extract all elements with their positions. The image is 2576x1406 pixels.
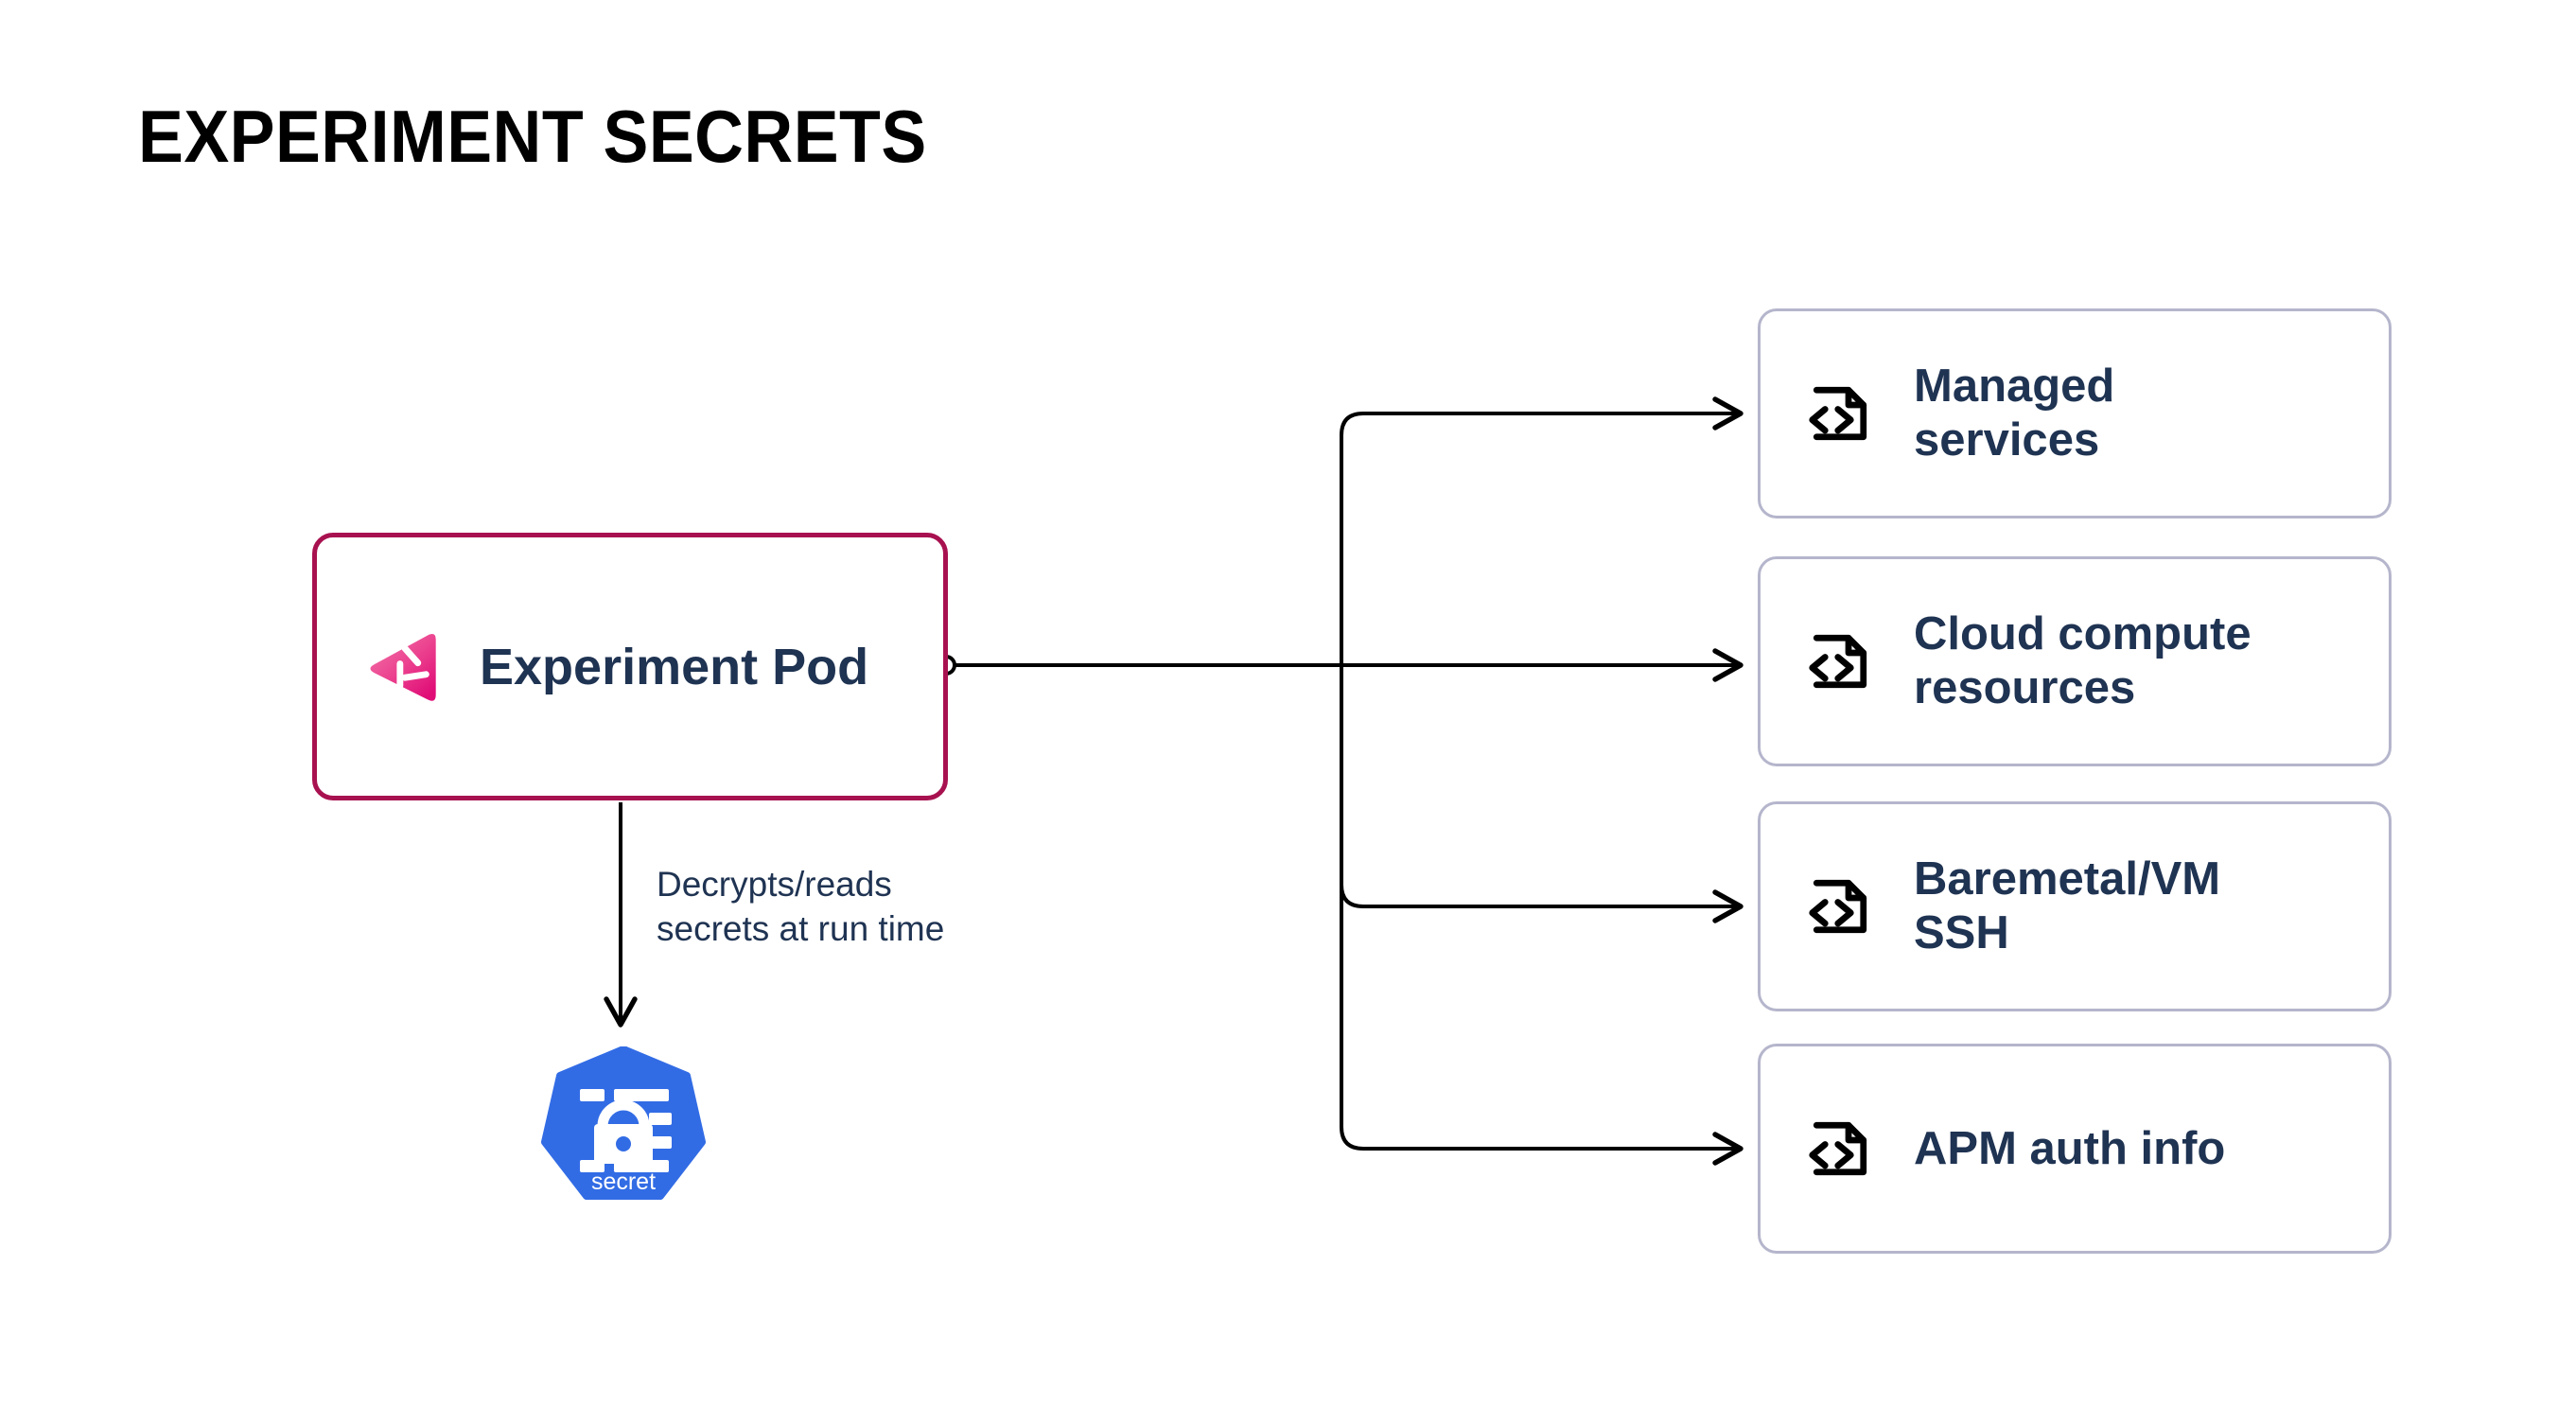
- target-card-apm-auth-info[interactable]: APM auth info: [1758, 1044, 2392, 1254]
- edge-branch-baremetal-ssh: [1340, 663, 1744, 923]
- kubernetes-secret-node[interactable]: secret: [539, 1046, 708, 1215]
- code-file-icon: [1809, 879, 1867, 934]
- target-card-label: APM auth info: [1914, 1122, 2225, 1176]
- experiment-pod-label: Experiment Pod: [480, 638, 869, 695]
- target-card-managed-services[interactable]: Managed services: [1758, 308, 2392, 518]
- target-card-label-line-1: APM auth info: [1914, 1122, 2226, 1174]
- edge-label-line-1: Decrypts/reads: [657, 865, 892, 904]
- edge-pod-to-trunk: [936, 655, 1341, 676]
- kubernetes-secret-icon: secret: [541, 1046, 706, 1200]
- experiment-pod-node[interactable]: Experiment Pod: [312, 533, 948, 800]
- code-file-icon: [1809, 634, 1867, 689]
- target-card-label-line-1: Baremetal/VM: [1914, 853, 2221, 905]
- litmus-logo-icon: [370, 633, 436, 701]
- target-card-cloud-compute-resources[interactable]: Cloud compute resources: [1758, 556, 2392, 766]
- edge-branch-managed-services: [1340, 396, 1744, 667]
- code-file-icon: [1809, 386, 1867, 441]
- code-file-icon: [1809, 1121, 1867, 1176]
- target-card-label-line-2: SSH: [1914, 907, 2009, 958]
- edge-label-line-2: secrets at run time: [657, 909, 945, 949]
- target-card-label-line-1: Managed: [1914, 360, 2115, 413]
- kubernetes-secret-label: secret: [591, 1169, 656, 1195]
- target-card-label: Managed services: [1914, 360, 2114, 467]
- edge-branch-apm-auth: [1340, 663, 1744, 1166]
- target-card-label-line-2: services: [1914, 414, 2100, 466]
- page-title: EXPERIMENT SECRETS: [138, 95, 927, 178]
- target-card-baremetal-vm-ssh[interactable]: Baremetal/VM SSH: [1758, 801, 2392, 1011]
- target-card-label-line-1: Cloud compute: [1914, 608, 2252, 660]
- target-card-label-line-2: resources: [1914, 662, 2136, 713]
- target-card-label: Baremetal/VM SSH: [1914, 852, 2220, 960]
- target-card-label: Cloud compute resources: [1914, 607, 2252, 715]
- edge-label-decrypts-reads: Decrypts/reads secrets at run time: [657, 862, 1035, 952]
